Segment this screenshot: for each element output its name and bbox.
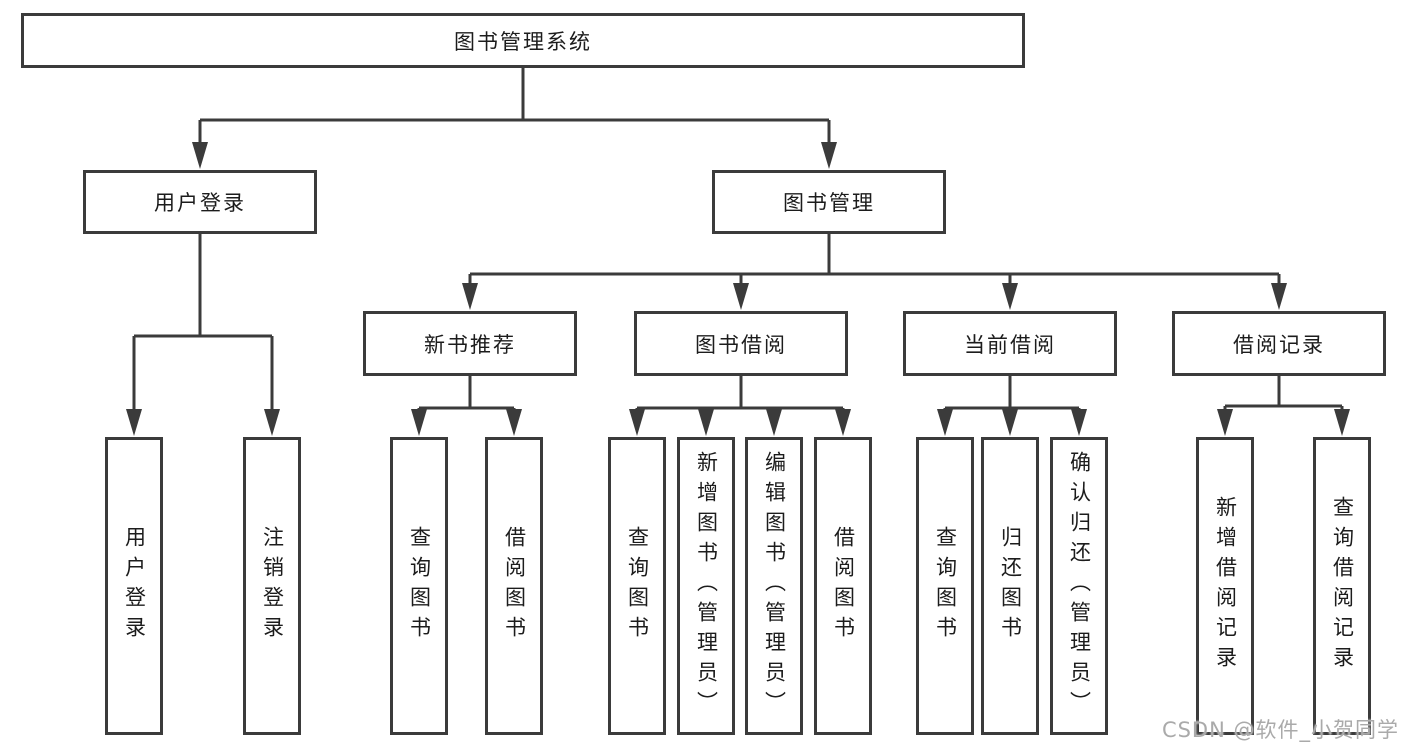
leaf-current-confirm-return-admin: 确认归还（管理员） bbox=[1050, 437, 1108, 735]
connector-records-to-leaves bbox=[1217, 376, 1350, 436]
connector-current-to-leaves bbox=[937, 376, 1087, 436]
leaf-logout: 注销登录 bbox=[243, 437, 301, 735]
leaf-current-query-books: 查询图书 bbox=[916, 437, 974, 735]
connector-root-to-level1 bbox=[192, 68, 837, 169]
leaf-current-return-books: 归还图书 bbox=[981, 437, 1039, 735]
node-book-borrowing: 图书借阅 bbox=[634, 311, 848, 376]
leaf-newbook-borrow-books-label: 借阅图书 bbox=[502, 526, 527, 646]
leaf-borrowing-add-books-admin: 新增图书（管理员） bbox=[677, 437, 735, 735]
leaf-newbook-query-books: 查询图书 bbox=[390, 437, 448, 735]
connector-bookmgmt-to-modules bbox=[462, 234, 1287, 310]
leaf-borrowing-query-books: 查询图书 bbox=[608, 437, 666, 735]
leaf-borrowing-query-books-label: 查询图书 bbox=[625, 526, 650, 646]
leaf-records-add-record: 新增借阅记录 bbox=[1196, 437, 1254, 735]
leaf-borrowing-add-books-admin-label: 新增图书（管理员） bbox=[694, 451, 719, 721]
leaf-newbook-query-books-label: 查询图书 bbox=[407, 526, 432, 646]
node-new-book-recommend: 新书推荐 bbox=[363, 311, 577, 376]
leaf-borrowing-borrow-books: 借阅图书 bbox=[814, 437, 872, 735]
node-current-borrowing: 当前借阅 bbox=[903, 311, 1117, 376]
leaf-current-confirm-return-admin-label: 确认归还（管理员） bbox=[1067, 451, 1092, 721]
leaf-current-query-books-label: 查询图书 bbox=[933, 526, 958, 646]
leaf-records-query-record-label: 查询借阅记录 bbox=[1330, 496, 1355, 676]
node-library-management-system: 图书管理系统 bbox=[21, 13, 1025, 68]
connector-borrowing-to-leaves bbox=[629, 376, 851, 436]
connector-newbook-to-leaves bbox=[411, 376, 522, 436]
leaf-borrowing-borrow-books-label: 借阅图书 bbox=[831, 526, 856, 646]
leaf-user-login-label: 用户登录 bbox=[122, 526, 147, 646]
node-borrowing-records: 借阅记录 bbox=[1172, 311, 1386, 376]
leaf-borrowing-edit-books-admin: 编辑图书（管理员） bbox=[745, 437, 803, 735]
leaf-newbook-borrow-books: 借阅图书 bbox=[485, 437, 543, 735]
leaf-records-add-record-label: 新增借阅记录 bbox=[1213, 496, 1238, 676]
leaf-records-query-record: 查询借阅记录 bbox=[1313, 437, 1371, 735]
leaf-logout-label: 注销登录 bbox=[260, 526, 285, 646]
leaf-borrowing-edit-books-admin-label: 编辑图书（管理员） bbox=[762, 451, 787, 721]
connector-userlogin-to-leaves bbox=[126, 234, 280, 436]
node-book-management: 图书管理 bbox=[712, 170, 946, 234]
csdn-watermark: CSDN @软件_小贺同学 bbox=[1161, 718, 1399, 742]
leaf-current-return-books-label: 归还图书 bbox=[998, 526, 1023, 646]
node-user-login: 用户登录 bbox=[83, 170, 317, 234]
leaf-user-login: 用户登录 bbox=[105, 437, 163, 735]
